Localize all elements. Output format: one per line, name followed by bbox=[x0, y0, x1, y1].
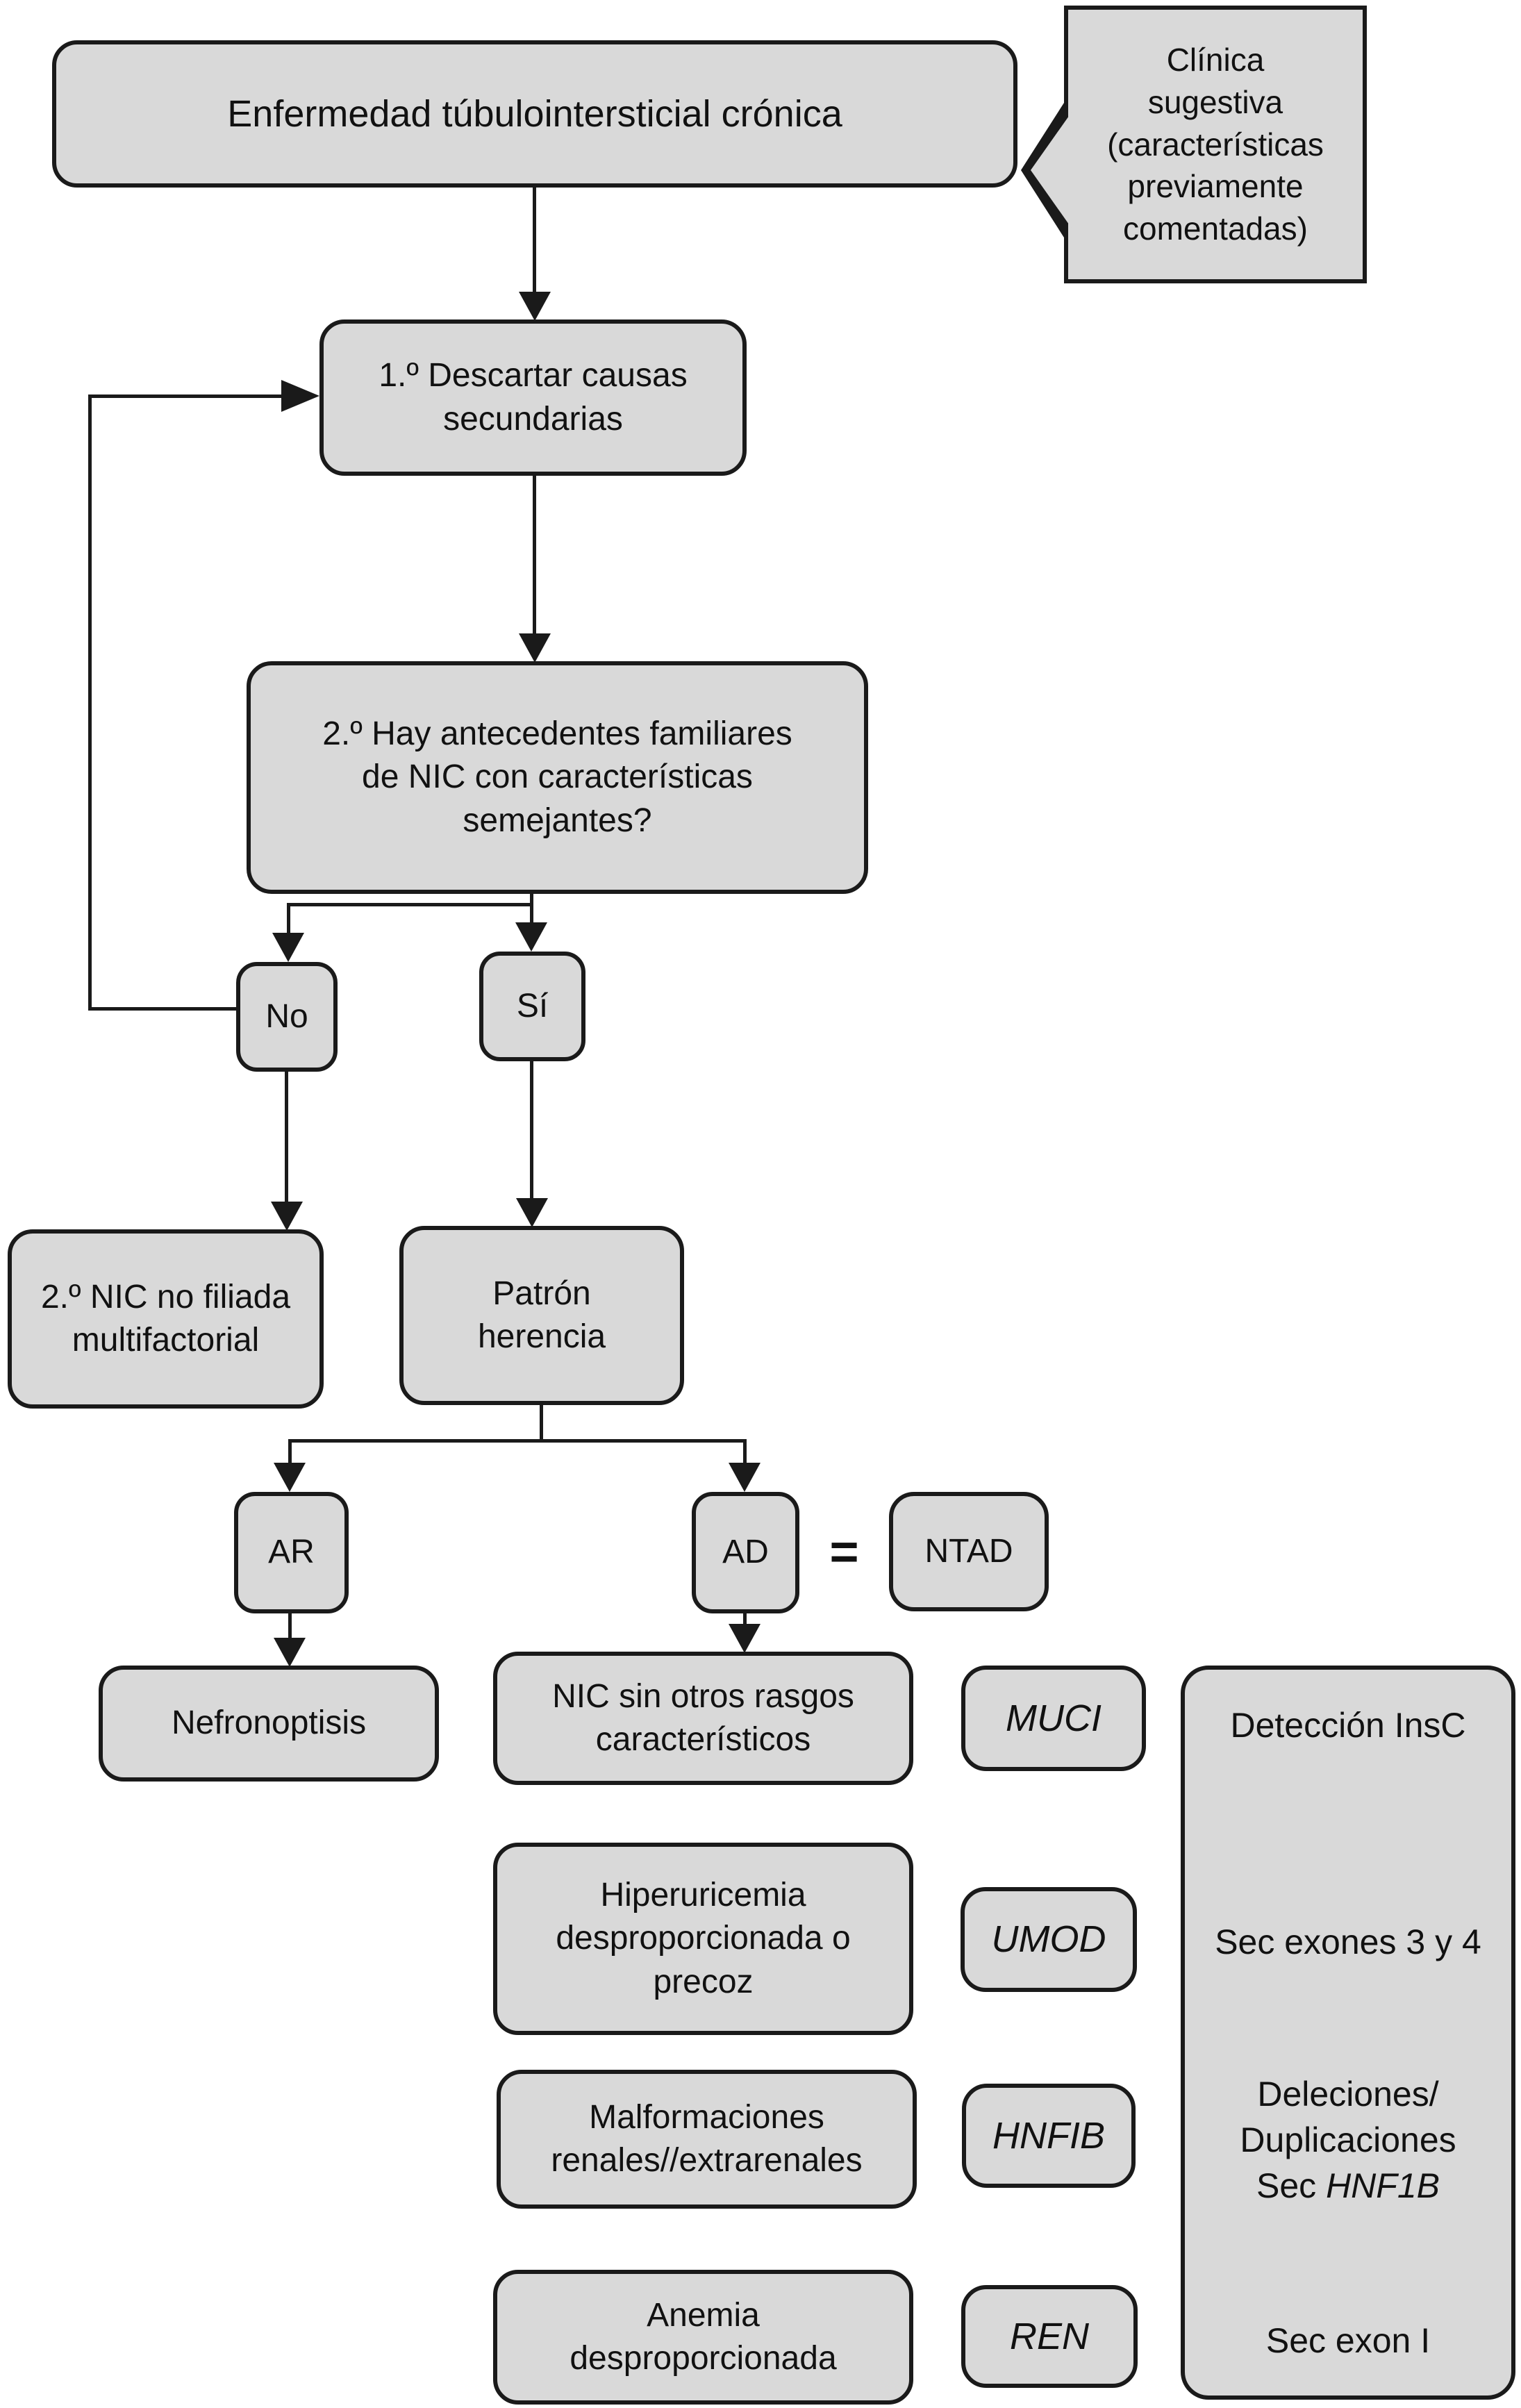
node-gene-ren-label: REN bbox=[1009, 2315, 1089, 2357]
node-gene-muci: MUCI bbox=[961, 1666, 1146, 1771]
node-ar: AR bbox=[234, 1492, 349, 1613]
connector-inheritance-stem-line bbox=[540, 1404, 543, 1442]
connector-branch-ar-arrowhead-icon bbox=[274, 1463, 306, 1492]
node-no: No bbox=[236, 962, 338, 1072]
node-malformations: Malformaciones renales//extrarenales bbox=[497, 2070, 917, 2209]
test-sec-gene-label: HNF1B bbox=[1326, 2166, 1440, 2205]
connector-step1-step2-arrowhead-icon bbox=[519, 633, 551, 663]
connector-ad-nicplain-line bbox=[743, 1612, 747, 1626]
connector-step2-no-arrowhead-icon bbox=[272, 933, 304, 962]
test-deleciones-lines: Deleciones/ Duplicaciones bbox=[1240, 2075, 1456, 2159]
node-ntad-label: NTAD bbox=[924, 1532, 1013, 1570]
node-si: Sí bbox=[479, 952, 585, 1061]
node-nephronophthisis: Nefronoptisis bbox=[99, 1666, 439, 1782]
node-nephronophthisis-label: Nefronoptisis bbox=[171, 1704, 367, 1742]
connector-si-inheritance-line bbox=[530, 1061, 533, 1200]
connector-branch-ad-line bbox=[743, 1439, 747, 1465]
equals-sign: = bbox=[799, 1518, 889, 1587]
connector-step2-branch-line bbox=[287, 903, 533, 906]
connector-no-nicunfiled-line bbox=[285, 1072, 288, 1204]
connector-si-inheritance-arrowhead-icon bbox=[516, 1198, 548, 1227]
node-inheritance: Patrón herencia bbox=[399, 1226, 684, 1405]
node-gene-ren: REN bbox=[961, 2285, 1138, 2388]
test-sec-exones-label: Sec exones 3 y 4 bbox=[1215, 1923, 1481, 1961]
node-title: Enfermedad túbulointersticial crónica bbox=[52, 40, 1017, 188]
node-title-label: Enfermedad túbulointersticial crónica bbox=[227, 92, 842, 135]
node-ad: AD bbox=[692, 1492, 799, 1613]
node-anemia-label: Anemia desproporcionada bbox=[570, 2296, 837, 2377]
node-gene-umod-label: UMOD bbox=[991, 1918, 1106, 1961]
node-inheritance-label: Patrón herencia bbox=[477, 1274, 606, 1355]
connector-branch-ad-arrowhead-icon bbox=[729, 1463, 760, 1492]
connector-inheritance-branch-line bbox=[288, 1439, 747, 1443]
node-hyperuricemia-label: Hiperuricemia desproporcionada o precoz bbox=[556, 1876, 851, 2000]
node-nic-unfiled: 2.º NIC no filiada multifactorial bbox=[8, 1229, 324, 1409]
connector-branch-ar-line bbox=[288, 1439, 292, 1465]
loop-no-step1-top-line bbox=[88, 395, 283, 398]
test-sec-exon: Sec exon I bbox=[1185, 2306, 1511, 2375]
test-sec-prefix-label: Sec bbox=[1256, 2166, 1327, 2205]
node-step1: 1.º Descartar causas secundarias bbox=[319, 319, 747, 476]
connector-ar-nephronophthisis-line bbox=[288, 1612, 292, 1640]
node-no-label: No bbox=[265, 997, 308, 1035]
loop-no-step1-arrowhead-icon bbox=[281, 380, 319, 412]
node-step1-label: 1.º Descartar causas secundarias bbox=[379, 357, 688, 438]
node-gene-hnfib: HNFIB bbox=[962, 2084, 1136, 2188]
node-malformations-label: Malformaciones renales//extrarenales bbox=[551, 2098, 863, 2179]
node-tests-column: Detección InsC Sec exones 3 y 4 Delecion… bbox=[1181, 1666, 1515, 2400]
node-ad-label: AD bbox=[722, 1534, 769, 1571]
node-step2-label: 2.º Hay antecedentes familiares de NIC c… bbox=[322, 715, 792, 839]
node-ar-label: AR bbox=[268, 1534, 315, 1571]
node-ntad: NTAD bbox=[889, 1492, 1049, 1611]
node-gene-hnfib-label: HNFIB bbox=[992, 2114, 1105, 2157]
callout-tail-fill-icon bbox=[1031, 111, 1072, 229]
connector-step2-si-line bbox=[530, 903, 533, 924]
connector-no-nicunfiled-arrowhead-icon bbox=[271, 1202, 303, 1231]
node-nic-unfiled-label: 2.º NIC no filiada multifactorial bbox=[40, 1278, 291, 1359]
test-detection: Detección InsC bbox=[1185, 1691, 1511, 1760]
loop-no-step1-bottom-line bbox=[88, 1007, 236, 1011]
node-gene-umod: UMOD bbox=[961, 1887, 1137, 1992]
connector-title-step1-arrowhead-icon bbox=[519, 292, 551, 321]
test-detection-label: Detección InsC bbox=[1230, 1706, 1466, 1745]
equals-sign-label: = bbox=[829, 1525, 859, 1580]
node-si-label: Sí bbox=[516, 987, 549, 1024]
connector-ad-nicplain-arrowhead-icon bbox=[729, 1624, 760, 1653]
node-hyperuricemia: Hiperuricemia desproporcionada o precoz bbox=[493, 1843, 913, 2035]
connector-step2-stem-line bbox=[530, 892, 533, 906]
node-callout: Clínica sugestiva (características previ… bbox=[1021, 6, 1367, 283]
connector-title-step1-line bbox=[533, 186, 536, 294]
connector-ar-nephronophthisis-arrowhead-icon bbox=[274, 1638, 306, 1667]
node-gene-muci-label: MUCI bbox=[1006, 1697, 1102, 1739]
test-sec-exon-label: Sec exon I bbox=[1265, 2321, 1431, 2360]
node-nic-plain-label: NIC sin otros rasgos característicos bbox=[552, 1677, 854, 1758]
connector-step2-si-arrowhead-icon bbox=[515, 922, 547, 952]
test-sec-exones: Sec exones 3 y 4 bbox=[1185, 1907, 1511, 1977]
node-callout-label: Clínica sugestiva (características previ… bbox=[1107, 42, 1324, 247]
node-anemia: Anemia desproporcionada bbox=[493, 2270, 913, 2405]
node-nic-plain: NIC sin otros rasgos característicos bbox=[493, 1652, 913, 1785]
connector-step2-no-line bbox=[287, 903, 290, 935]
connector-step1-step2-line bbox=[533, 474, 536, 636]
node-step2: 2.º Hay antecedentes familiares de NIC c… bbox=[247, 661, 868, 894]
loop-no-step1-vertical-line bbox=[88, 395, 92, 1011]
